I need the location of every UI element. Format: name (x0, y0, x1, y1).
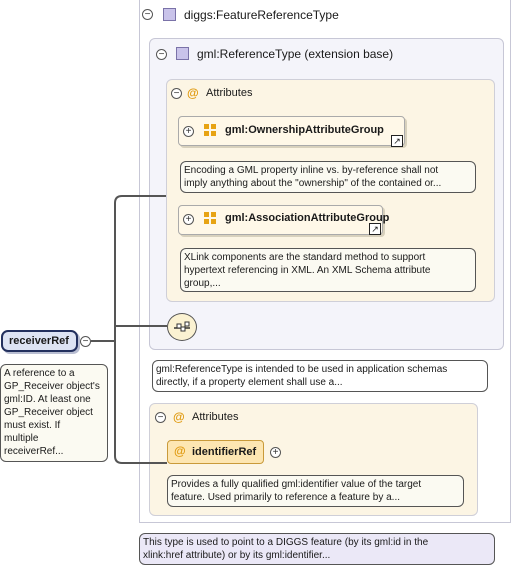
receiver-ref-element[interactable]: receiverRef (1, 330, 78, 352)
sequence-compositor-icon[interactable] (167, 313, 197, 341)
sequence-icon (174, 321, 190, 332)
collapse-toggle-icon[interactable]: − (142, 9, 153, 20)
reference-type-doc: gml:ReferenceType is intended to be used… (152, 360, 488, 392)
type-label: diggs:FeatureReferenceType (184, 8, 339, 22)
type-header: − diggs:FeatureReferenceType (139, 4, 439, 24)
identifier-ref-doc: Provides a fully qualified gml:identifie… (167, 475, 464, 507)
complex-type-icon (163, 8, 176, 21)
collapse-toggle-icon[interactable]: − (171, 88, 182, 99)
link-arrow-icon[interactable]: ↗ (391, 135, 403, 147)
ownership-doc: Encoding a GML property inline vs. by-re… (180, 161, 476, 193)
attribute-icon: @ (173, 410, 185, 424)
attribute-group-icon (204, 124, 216, 136)
collapse-toggle-icon[interactable]: − (80, 336, 91, 347)
receiver-ref-label: receiverRef (9, 335, 69, 347)
association-doc: XLink components are the standard method… (180, 248, 476, 292)
collapse-toggle-icon[interactable]: − (155, 412, 166, 423)
attributes-label: Attributes (206, 87, 253, 99)
link-arrow-icon[interactable]: ↗ (369, 223, 381, 235)
expand-toggle-icon[interactable]: + (183, 126, 194, 137)
receiver-ref-doc: A reference to a GP_Receiver object's gm… (0, 364, 108, 462)
type-doc: This type is used to point to a DIGGS fe… (139, 533, 495, 565)
attributes-label: Attributes (192, 411, 239, 423)
extension-label: gml:ReferenceType (extension base) (197, 47, 394, 61)
ownership-label: gml:OwnershipAttributeGroup (225, 124, 384, 136)
identifier-ref-label: identifierRef (192, 446, 257, 458)
attribute-icon: @ (187, 86, 199, 100)
attribute-icon: @ (174, 444, 186, 458)
complex-type-icon (176, 47, 189, 60)
identifier-ref-attribute[interactable] (167, 440, 264, 464)
collapse-toggle-icon[interactable]: − (156, 49, 167, 60)
expand-toggle-icon[interactable]: + (270, 447, 281, 458)
association-label: gml:AssociationAttributeGroup (225, 212, 390, 224)
attribute-group-icon (204, 212, 216, 224)
expand-toggle-icon[interactable]: + (183, 214, 194, 225)
